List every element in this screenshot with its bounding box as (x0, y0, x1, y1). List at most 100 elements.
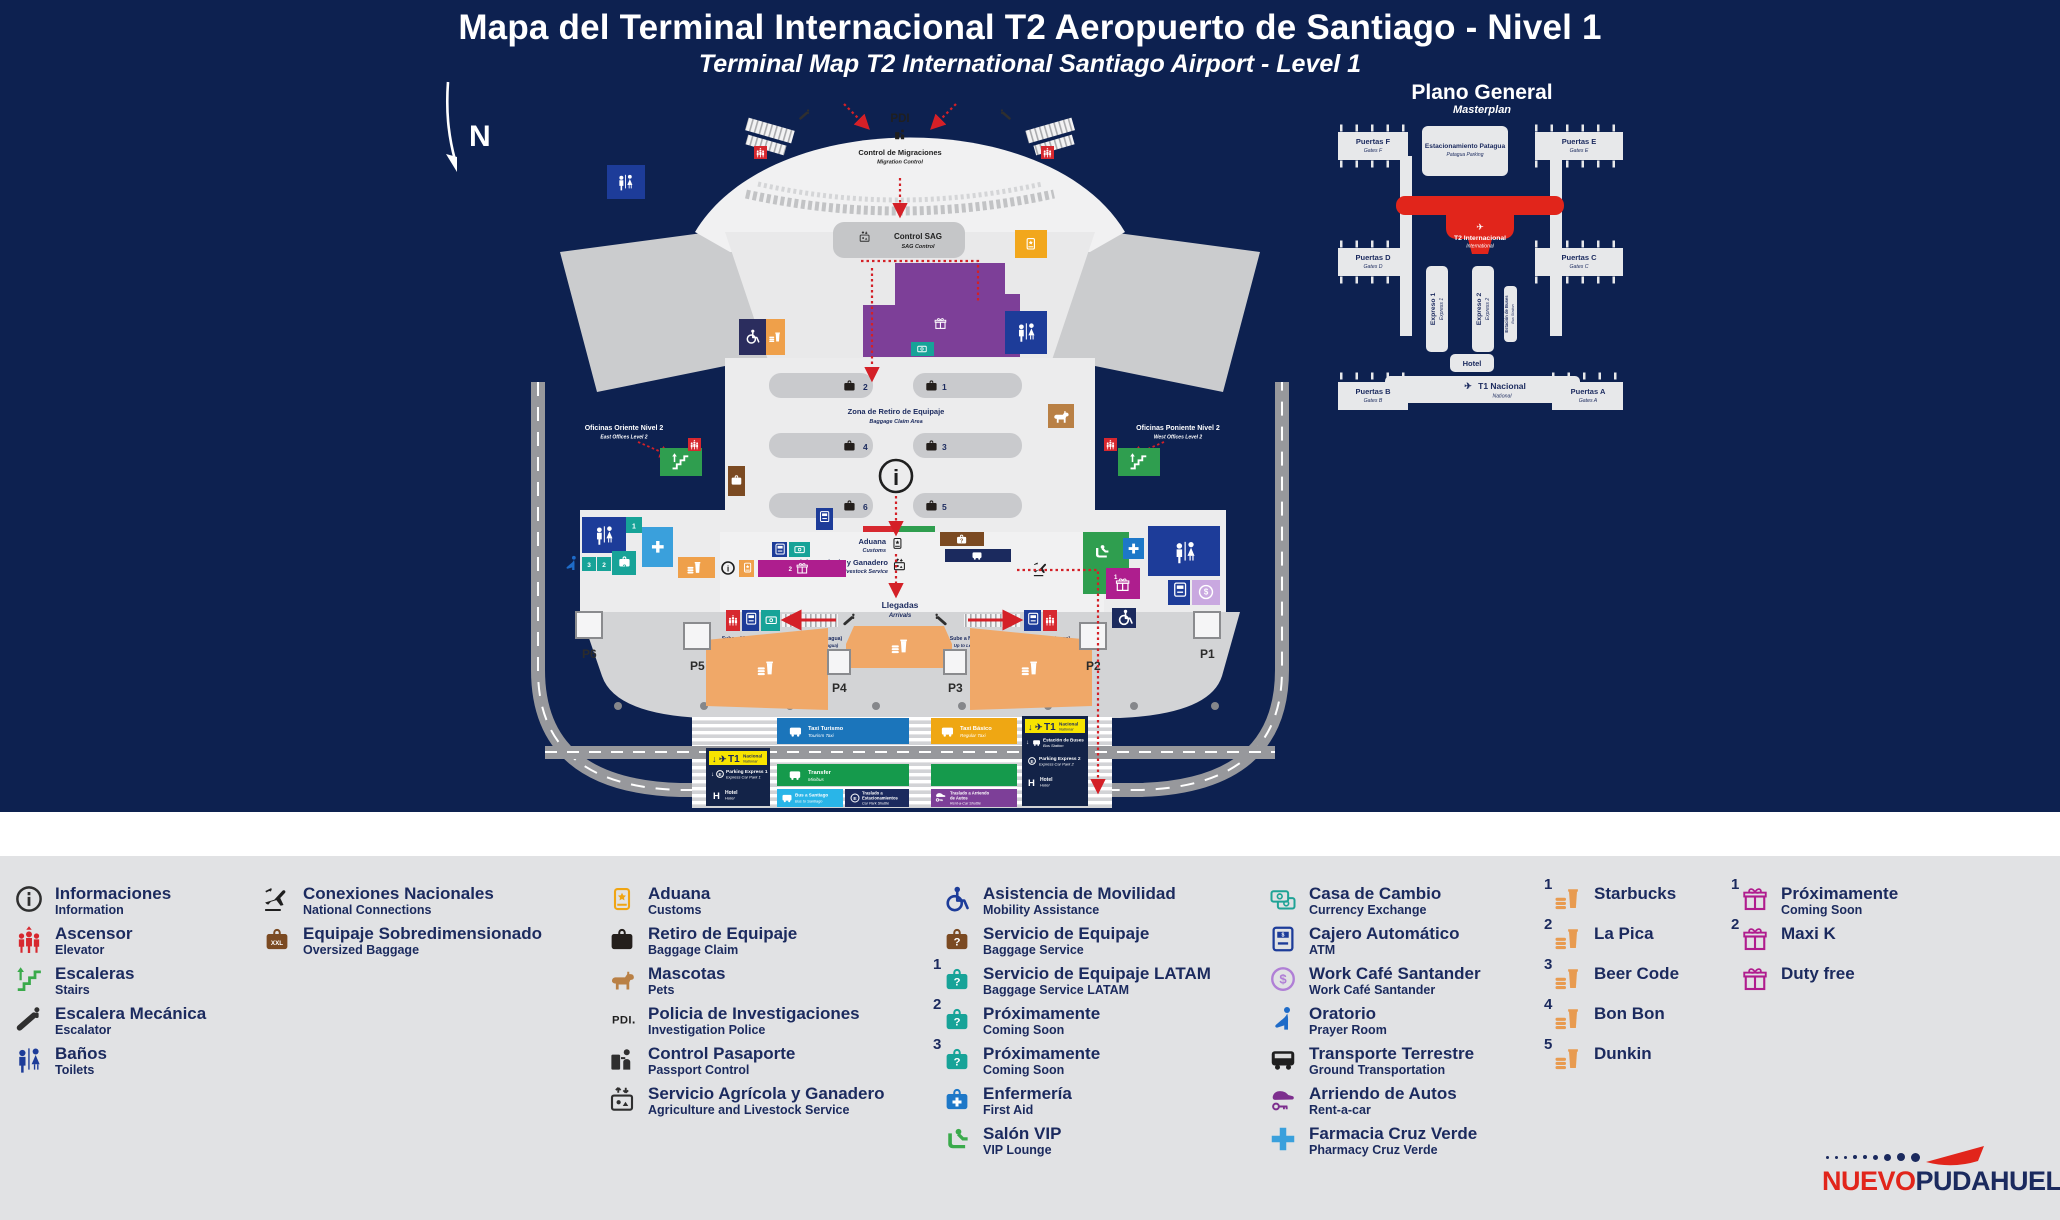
currency-exchange-icon (1268, 884, 1300, 916)
door-label: P3 (948, 681, 963, 695)
carousel (769, 373, 873, 398)
arrivals-label: Llegadas (882, 600, 919, 610)
passport-control-icon (607, 1044, 639, 1076)
svg-text:Gates C: Gates C (1569, 264, 1588, 270)
svg-text:Traslado a: Traslado a (862, 791, 883, 796)
food-icon: 2 (1544, 916, 1585, 956)
divider-strip (0, 812, 2060, 856)
food-icon: 5 (1544, 1036, 1585, 1076)
migration-label-en: Migration Control (877, 160, 923, 166)
baggage-service-latam-icon: 1 (933, 956, 974, 996)
mp-gates-a (1552, 382, 1623, 410)
svg-text:Puertas F: Puertas F (1356, 137, 1391, 146)
carousel (769, 493, 873, 518)
baggage-zone-label-en: Baggage Claim Area (869, 419, 922, 425)
carousel (913, 373, 1022, 398)
north-label: N (469, 120, 491, 153)
svg-text:Transfer: Transfer (808, 770, 832, 776)
food-icon: 4 (1544, 996, 1585, 1036)
svg-text:1: 1 (1114, 575, 1118, 581)
door-label: P2 (1086, 659, 1101, 673)
aduana-label: Aduana (858, 537, 886, 546)
svg-text:↓: ↓ (1026, 740, 1029, 746)
svg-text:National: National (1492, 394, 1512, 400)
svg-text:International: International (1466, 244, 1494, 250)
svg-text:Gates B: Gates B (1364, 398, 1383, 404)
food-icon: 1 (1544, 876, 1585, 916)
carousel-number: 1 (942, 382, 947, 392)
svg-text:E: E (1030, 759, 1033, 764)
svg-text:Taxi Básico: Taxi Básico (960, 726, 992, 732)
coming-soon-bag-icon: 2 (933, 996, 974, 1036)
svg-text:Gates E: Gates E (1570, 148, 1589, 154)
mp-expreso-2 (1472, 266, 1494, 352)
toilets-marker (1148, 526, 1220, 576)
legend-item-bon-bon: 4 Bon Bon (1544, 996, 1665, 1036)
svg-text:Parking Express 1: Parking Express 1 (726, 769, 768, 775)
food-icon: 3 (1544, 956, 1585, 996)
svg-text:Estacionamientos: Estacionamientos (862, 796, 899, 801)
logo-pudahuel: PUDAHUEL (1915, 1166, 2060, 1196)
ground-transport-icon (1268, 1044, 1300, 1076)
svg-text:Express 1: Express 1 (1439, 298, 1445, 320)
masterplan-title: Plano General (1411, 81, 1552, 104)
svg-text:H: H (1028, 778, 1035, 789)
svg-text:East Offices Level 2: East Offices Level 2 (600, 435, 647, 441)
svg-text:Bus a Santiago: Bus a Santiago (795, 793, 828, 798)
pdi-icon (607, 1004, 639, 1036)
mp-gates-d (1338, 248, 1408, 276)
oversized-baggage-icon (262, 924, 294, 956)
mp-gates-f (1338, 132, 1408, 160)
svg-text:Bus Station: Bus Station (1511, 304, 1515, 323)
terminal-map: PDI Control de Migraciones Migration Con… (531, 103, 1289, 808)
svg-text:i: i (727, 564, 729, 574)
svg-text:Estación de Buses: Estación de Buses (1504, 295, 1509, 333)
svg-text:Parking Express 2: Parking Express 2 (1039, 756, 1081, 762)
page-title: Mapa del Terminal Internacional T2 Aerop… (458, 8, 1602, 47)
svg-text:Puertas E: Puertas E (1562, 137, 1597, 146)
food-marker (766, 319, 785, 355)
svg-text:✈: ✈ (1476, 222, 1484, 232)
carousel-number: 4 (863, 442, 868, 452)
svg-text:Oficinas Poniente Nivel 2: Oficinas Poniente Nivel 2 (1136, 425, 1220, 432)
currency-marker (789, 542, 810, 557)
coming-soon-bag-icon: 3 (933, 1036, 974, 1076)
svg-text:Bus Station: Bus Station (1043, 743, 1064, 748)
svg-text:1: 1 (632, 524, 636, 531)
svg-text:Puertas D: Puertas D (1355, 253, 1391, 262)
services-cluster-west: 1 (1083, 526, 1220, 605)
information-i: i (893, 465, 899, 490)
customs-icon (607, 884, 639, 916)
svg-text:E: E (718, 772, 721, 777)
legend-item-la-pica: 2 La Pica (1544, 916, 1654, 956)
svg-text:Rent-a-Car Shuttle: Rent-a-Car Shuttle (950, 802, 981, 806)
svg-text:E: E (853, 796, 857, 802)
carousel-number: 5 (942, 502, 947, 512)
svg-text:Hotel: Hotel (1040, 783, 1049, 788)
terminal-doors (575, 611, 1221, 675)
rent-a-car-icon (1268, 1084, 1300, 1116)
legend-item-dunkin: 5 Dunkin (1544, 1036, 1652, 1076)
svg-text:Puertas C: Puertas C (1561, 253, 1597, 262)
duty-free-area (739, 263, 1047, 357)
work-cafe-icon (1268, 964, 1300, 996)
page-subtitle: Terminal Map T2 International Santiago A… (698, 50, 1362, 78)
national-connections-icon (262, 884, 294, 916)
legend-item-maxi-k: 2 Maxi K (1731, 916, 1836, 956)
masterplan-map: Plano General Masterplan ✈ T2 Internacio… (1338, 81, 1625, 410)
migration-label: Control de Migraciones (858, 148, 941, 157)
svg-text:National: National (1059, 727, 1073, 732)
stairs-icon (14, 964, 46, 996)
